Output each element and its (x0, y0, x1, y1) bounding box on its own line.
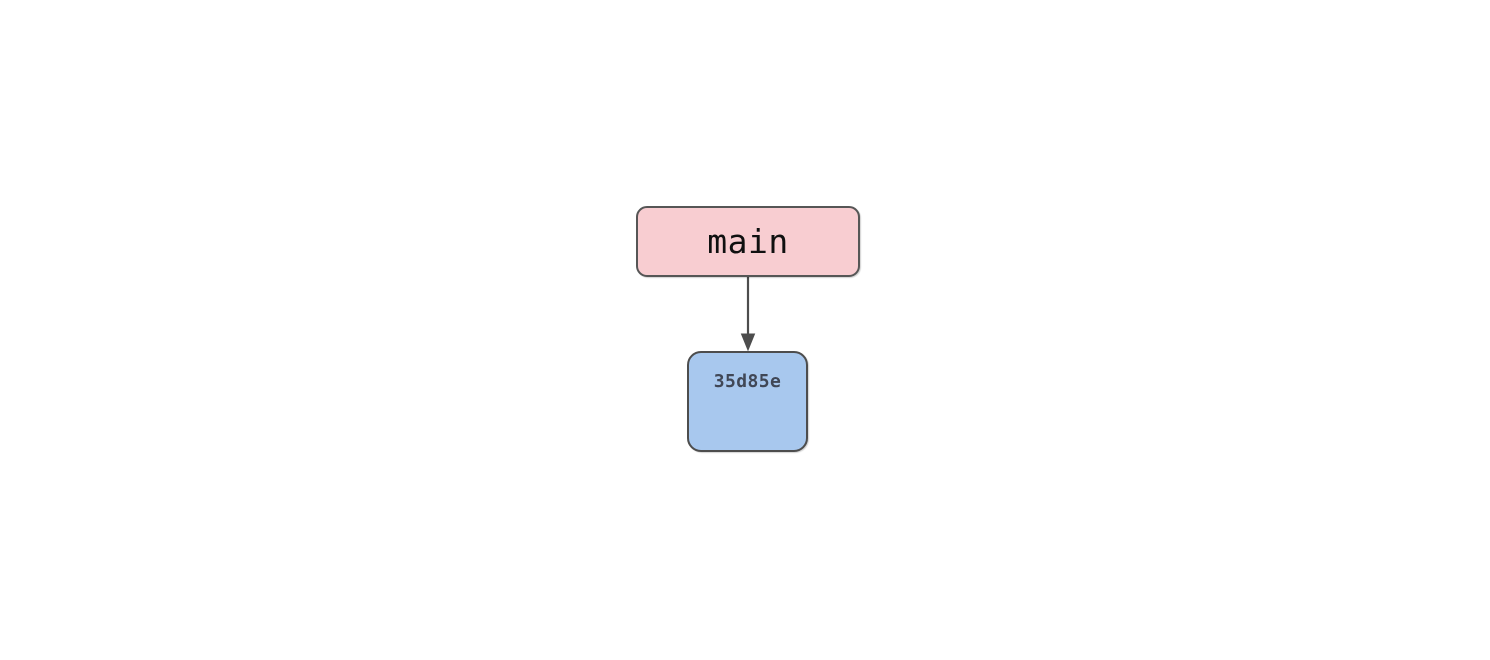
graph-node-main-label: main (707, 222, 789, 261)
graph-node-35d85e[interactable]: 35d85e (687, 351, 808, 452)
arrowhead-icon (740, 333, 756, 352)
edge-main-to-35d85e[interactable] (740, 277, 756, 352)
graph-node-35d85e-label: 35d85e (713, 371, 782, 392)
graph-node-main[interactable]: main (636, 206, 860, 277)
